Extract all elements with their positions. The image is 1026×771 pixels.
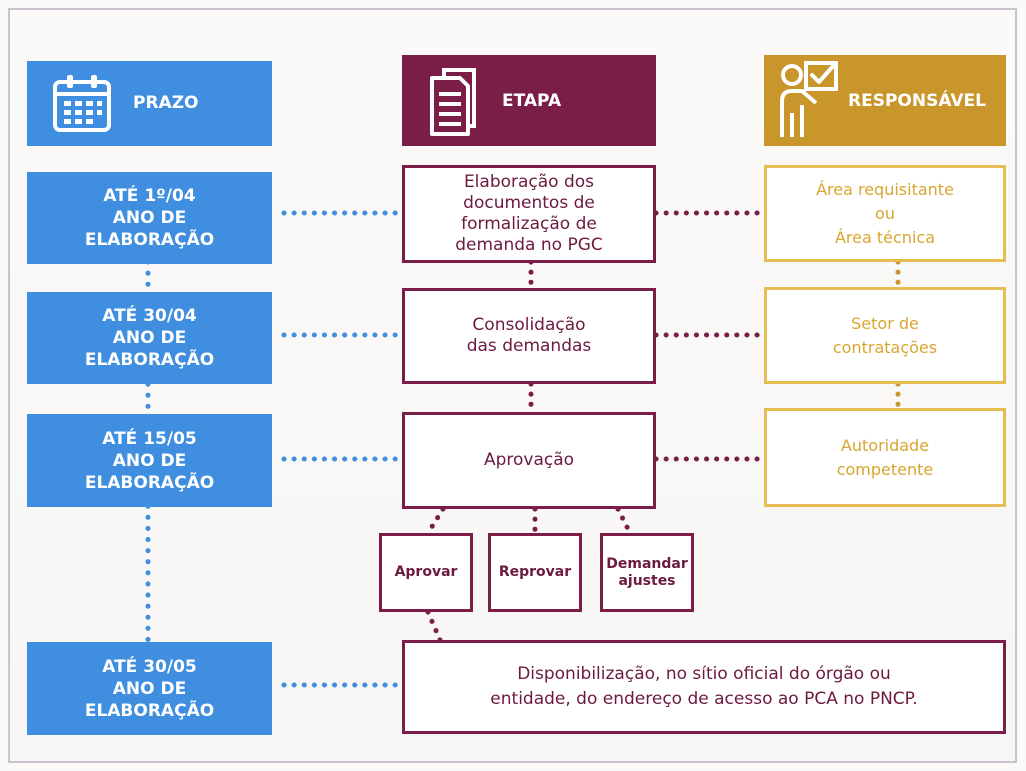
prazo-header-label: PRAZO [133, 93, 199, 113]
responsavel-header-label: RESPONSÁVEL [848, 91, 986, 111]
etapa-header-label: ETAPA [502, 91, 562, 111]
etapa-box-aprovacao: Aprovação [402, 412, 656, 509]
decision-box-reprovar: Reprovar [488, 533, 582, 612]
decision-box-aprovar: Aprovar [379, 533, 473, 612]
etapa-box-elaboracao: Elaboração dos documentos de formalizaçã… [402, 165, 656, 263]
etapa-box-consolidacao: Consolidação das demandas [402, 288, 656, 384]
etapa-header: ETAPA [402, 55, 656, 146]
calendar-icon [53, 75, 111, 132]
prazo-box: ATÉ 30/05 ANO DE ELABORAÇÃO [27, 642, 272, 735]
decision-connector-ajustes [615, 506, 633, 536]
aprovar-final-connector [425, 609, 443, 643]
prazo-box: ATÉ 15/05 ANO DE ELABORAÇÃO [27, 414, 272, 507]
responsavel-box: Área requisitante ou Área técnica [764, 165, 1006, 262]
documents-icon [430, 68, 476, 136]
responsavel-box: Autoridade competente [764, 408, 1006, 507]
prazo-box: ATÉ 30/04 ANO DE ELABORAÇÃO [27, 292, 272, 384]
prazo-box: ATÉ 1º/04 ANO DE ELABORAÇÃO [27, 172, 272, 264]
decision-connector-aprovar [425, 506, 446, 536]
prazo-header: PRAZO [27, 61, 272, 146]
responsavel-header: RESPONSÁVEL [764, 55, 1006, 146]
etapa-box-disponibilizacao: Disponibilização, no sítio oficial do ór… [402, 640, 1006, 734]
presenter-checklist-icon [780, 61, 838, 137]
responsavel-box: Setor de contratações [764, 287, 1006, 384]
decision-box-demandar-ajustes: Demandar ajustes [600, 533, 694, 612]
